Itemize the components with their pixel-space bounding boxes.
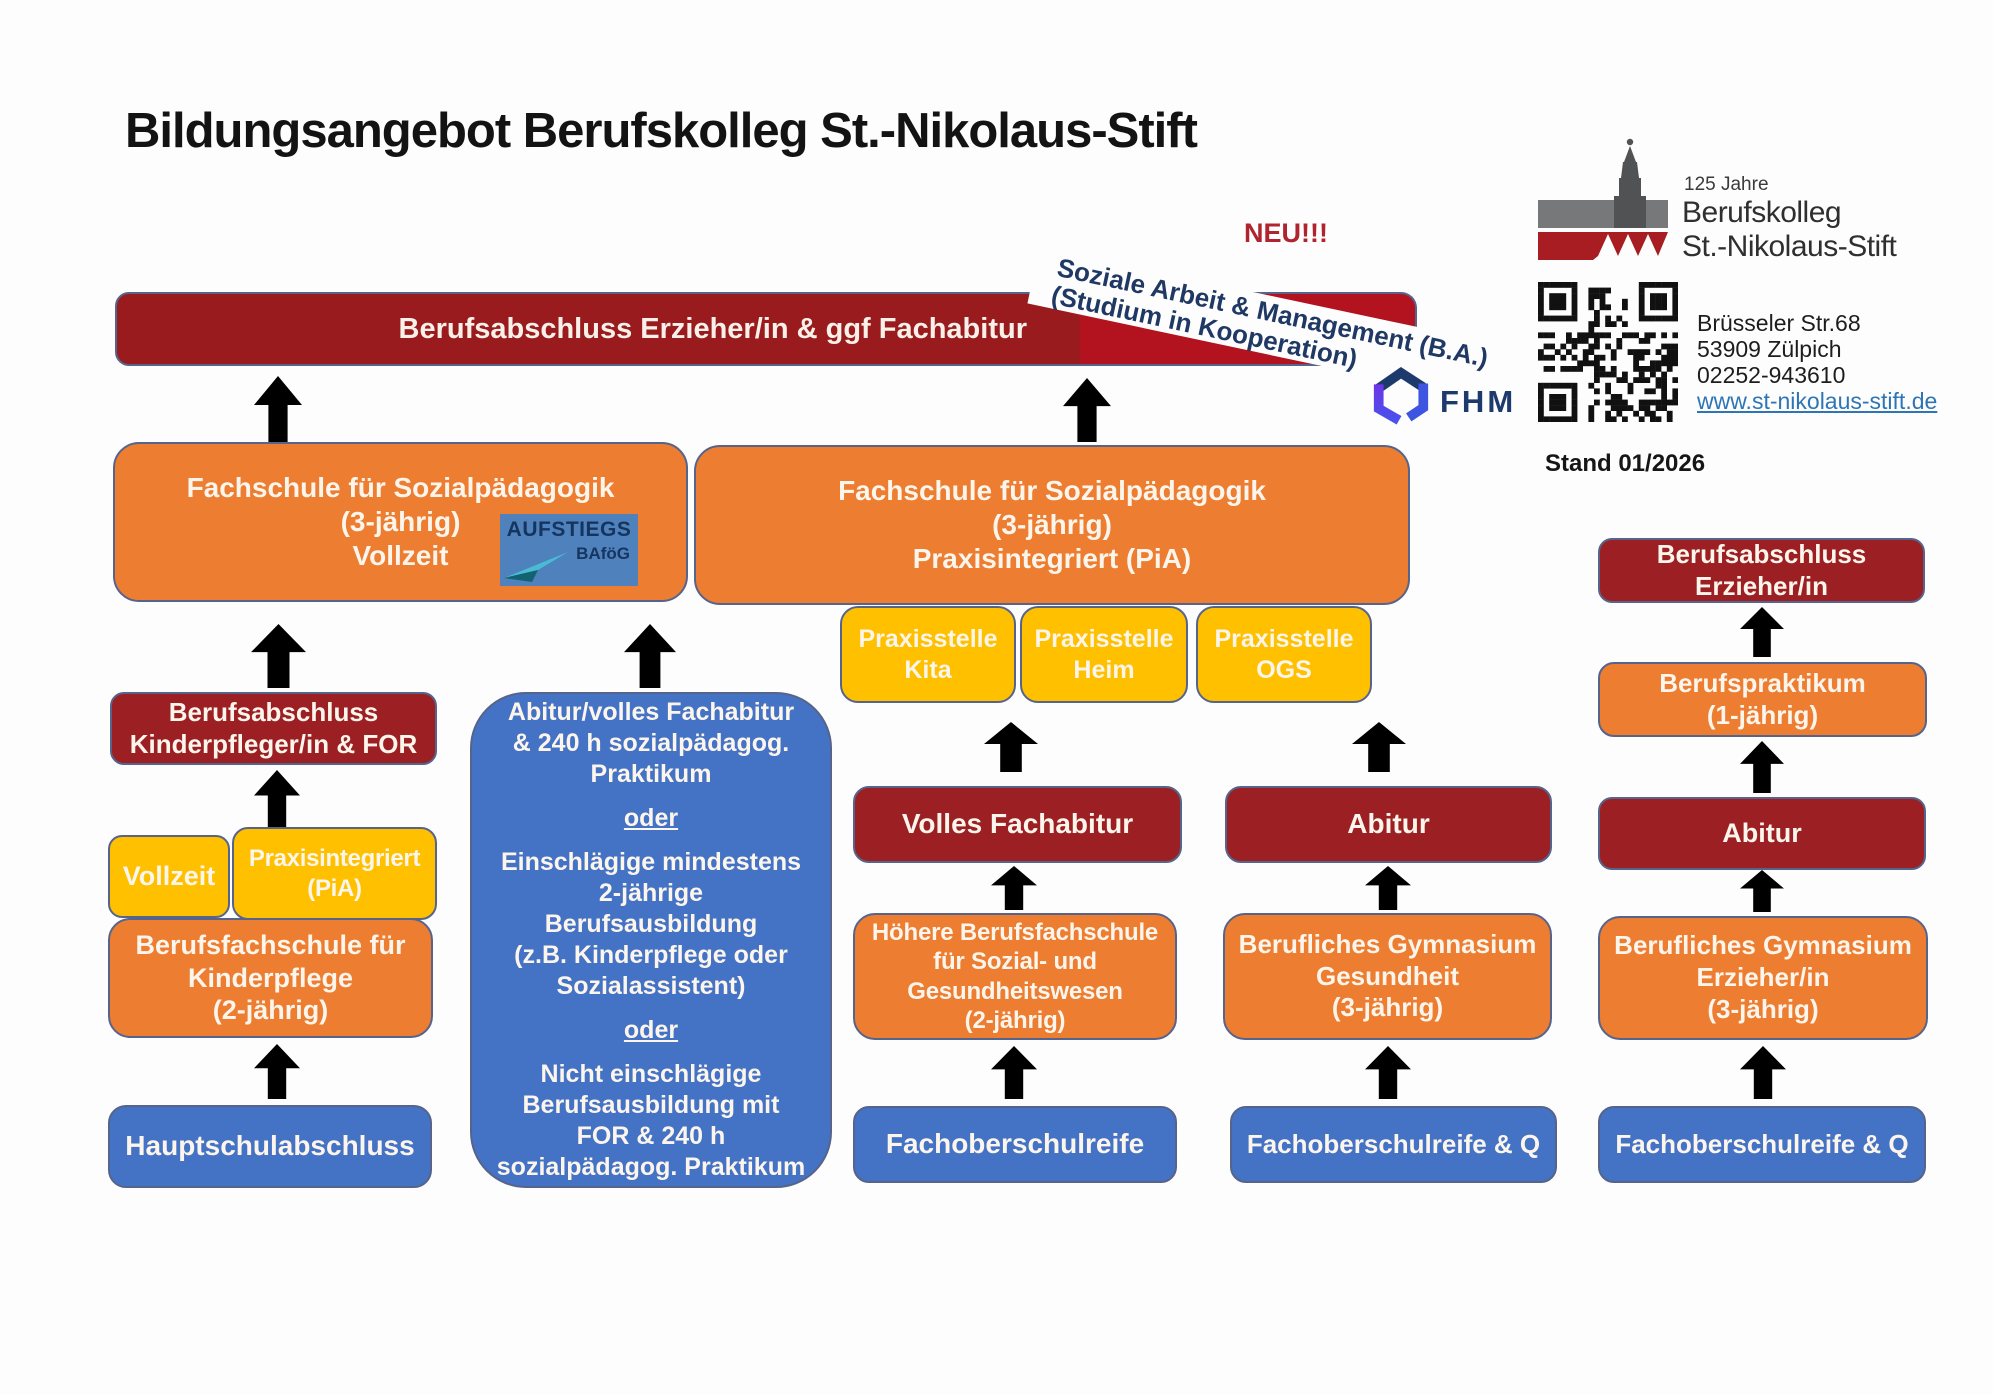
contact-block: Brüsseler Str.68 53909 Zülpich 02252-943…: [1697, 310, 1937, 414]
node-praxisstelle-heim: Praxisstelle Heim: [1020, 606, 1188, 703]
page-title: Bildungsangebot Berufskolleg St.-Nikolau…: [125, 104, 1198, 158]
node-zugangsvoraussetzungen: Abitur/volles Fachabitur & 240 h sozialp…: [470, 692, 832, 1188]
contact-phone: 02252-943610: [1697, 362, 1846, 388]
node-fachoberschulreife: Fachoberschulreife: [853, 1106, 1177, 1183]
node-berufspraktikum: Berufspraktikum (1-jährig): [1598, 662, 1927, 737]
up-arrow-icon: [991, 1046, 1037, 1099]
node-hoehere-berufsfachschule: Höhere Berufsfachschule für Sozial- und …: [853, 913, 1177, 1040]
up-arrow-icon: [1740, 870, 1784, 912]
logo-name-line1: Berufskolleg: [1682, 196, 1842, 229]
oder-separator: oder: [623, 1016, 679, 1044]
up-arrow-icon: [254, 376, 302, 442]
up-arrow-icon: [254, 1044, 300, 1099]
up-arrow-icon: [1740, 1046, 1786, 1099]
up-arrow-icon: [251, 624, 306, 688]
badge-line1: AUFSTIEGS: [506, 518, 632, 541]
logo-years-label: 125 Jahre: [1684, 174, 1769, 195]
up-arrow-icon: [1365, 1046, 1411, 1099]
paper-plane-icon: [504, 552, 568, 582]
node-praxisstelle-ogs: Praxisstelle OGS: [1196, 606, 1372, 703]
up-arrow-icon: [254, 770, 300, 828]
zugang-option2: Einschlägige mindestens 2-jährige Berufs…: [500, 848, 802, 1000]
node-abschluss-kinderpfleger: Berufsabschluss Kinderpfleger/in & FOR: [110, 692, 437, 765]
contact-city: 53909 Zülpich: [1697, 336, 1842, 362]
node-volles-fachabitur: Volles Fachabitur: [853, 786, 1182, 863]
banner-label: Berufsabschluss Erzieher/in & ggf Fachab…: [398, 313, 1027, 345]
logo-name-line2: St.-Nikolaus-Stift: [1682, 230, 1897, 263]
oder-separator: oder: [623, 804, 679, 832]
qr-code-icon: [1538, 282, 1678, 422]
fhm-label: FHM: [1440, 384, 1517, 419]
banner-shape: [115, 292, 1085, 366]
zugang-option1: Abitur/volles Fachabitur & 240 h sozialp…: [507, 698, 795, 788]
node-vollzeit: Vollzeit: [108, 835, 230, 918]
badge-line2: BAföG: [576, 544, 630, 563]
node-fos-q-erzieher: Fachoberschulreife & Q: [1598, 1106, 1926, 1183]
up-arrow-icon: [624, 624, 676, 688]
node-praxisintegriert: Praxisintegriert (PiA): [232, 827, 437, 920]
stand-label: Stand 01/2026: [1545, 450, 1706, 477]
node-gym-erzieher: Berufliches Gymnasium Erzieher/in (3-jäh…: [1598, 916, 1928, 1040]
node-praxisstelle-kita: Praxisstelle Kita: [840, 606, 1016, 703]
node-gym-gesundheit: Berufliches Gymnasium Gesundheit (3-jähr…: [1223, 913, 1552, 1040]
node-fos-q-gesundheit: Fachoberschulreife & Q: [1230, 1106, 1557, 1183]
up-arrow-icon: [1365, 866, 1411, 910]
node-abschluss-erzieher: Berufsabschluss Erzieher/in: [1598, 538, 1925, 603]
website-link[interactable]: www.st-nikolaus-stift.de: [1697, 388, 1938, 414]
aufstiegs-bafoeg-badge: AUFSTIEGS BAföG: [500, 514, 638, 586]
school-logo-icon: [1538, 138, 1668, 260]
up-arrow-icon: [1740, 607, 1784, 657]
node-bfs-kinderpflege: Berufsfachschule für Kinderpflege (2-jäh…: [108, 918, 433, 1038]
up-arrow-icon: [984, 722, 1038, 772]
node-abitur-erzieher: Abitur: [1598, 797, 1926, 870]
node-abitur-gesundheit: Abitur: [1225, 786, 1552, 863]
node-fachschule-pia: Fachschule für Sozialpädagogik (3-jährig…: [694, 445, 1410, 605]
up-arrow-icon: [1063, 378, 1111, 442]
neu-label: NEU!!!: [1244, 218, 1328, 248]
zugang-option3: Nicht einschlägige Berufsausbildung mit …: [496, 1060, 806, 1181]
fhm-logo-icon: [1373, 366, 1429, 425]
node-hauptschulabschluss: Hauptschulabschluss: [108, 1105, 432, 1188]
up-arrow-icon: [1352, 722, 1406, 772]
contact-street: Brüsseler Str.68: [1697, 310, 1861, 336]
up-arrow-icon: [1740, 741, 1784, 793]
up-arrow-icon: [991, 866, 1037, 910]
